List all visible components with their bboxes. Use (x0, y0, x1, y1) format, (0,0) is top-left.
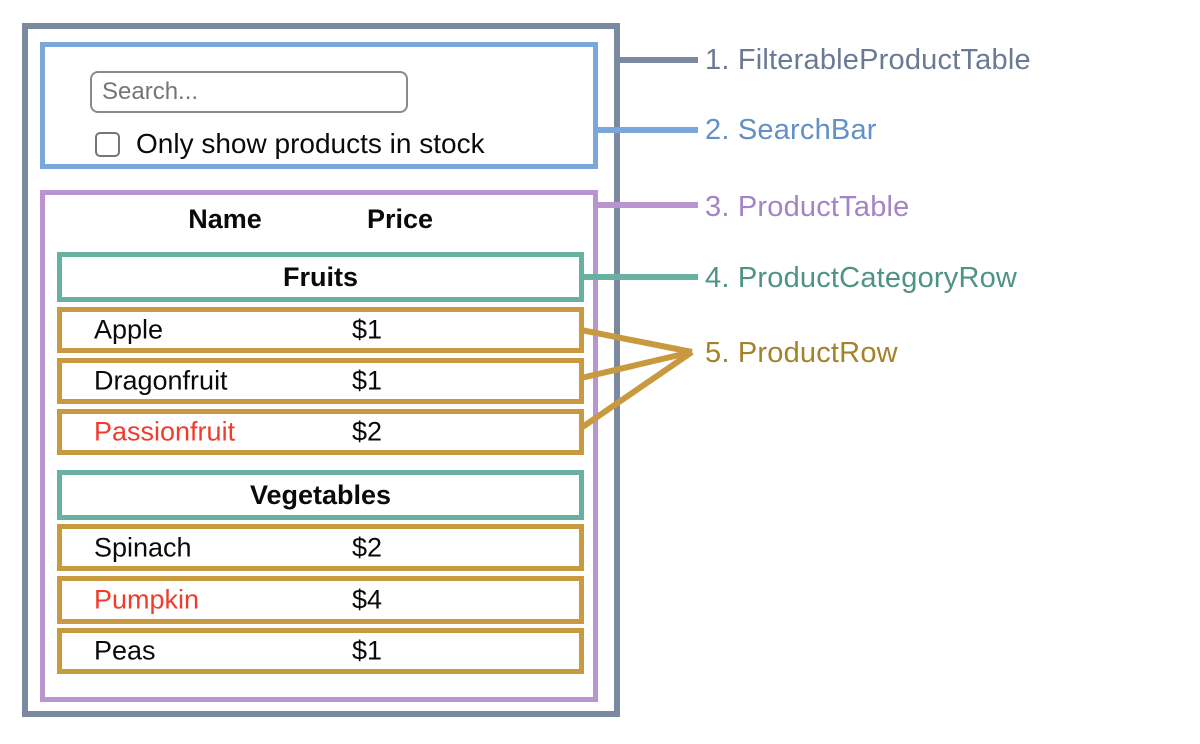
category-label: Vegetables (249, 479, 392, 510)
in-stock-checkbox[interactable] (95, 131, 120, 157)
product-name: Spinach (94, 532, 192, 562)
in-stock-checkbox-label: Only show products in stock (136, 128, 485, 159)
product-name: Passionfruit (94, 416, 236, 447)
legend-product-row: 5. ProductRow (705, 337, 898, 369)
legend-search-bar: 2. SearchBar (705, 114, 877, 146)
product-row-passionfruit: Passionfruit $2 (57, 409, 584, 455)
product-price: $1 (352, 635, 383, 666)
product-name: Pumpkin (94, 584, 200, 615)
product-price: $1 (352, 314, 383, 345)
legend-filterable-product-table: 1. FilterableProductTable (705, 44, 1031, 76)
legend-product-category-row: 4. ProductCategoryRow (705, 262, 1018, 294)
product-row-spinach: Spinach $2 (57, 524, 584, 571)
product-price: $2 (352, 532, 383, 562)
category-row-vegetables: Vegetables (57, 470, 584, 520)
product-price: $1 (352, 365, 383, 396)
category-label: Fruits (282, 261, 358, 292)
column-header-name: Name (188, 204, 262, 234)
product-name: Apple (94, 314, 164, 345)
product-name: Peas (94, 635, 156, 666)
product-row-apple: Apple $1 (57, 307, 584, 353)
product-row-peas: Peas $1 (57, 628, 584, 674)
legend-product-table: 3. ProductTable (705, 191, 910, 223)
product-price: $4 (352, 584, 383, 615)
product-name: Dragonfruit (94, 365, 228, 396)
column-header-price: Price (366, 204, 434, 234)
product-price: $2 (352, 416, 383, 447)
stock-filter-row: Only show products in stock (95, 128, 485, 159)
product-row-pumpkin: Pumpkin $4 (57, 576, 584, 624)
product-row-dragonfruit: Dragonfruit $1 (57, 358, 584, 404)
search-input[interactable] (90, 71, 408, 113)
category-row-fruits: Fruits (57, 252, 584, 302)
